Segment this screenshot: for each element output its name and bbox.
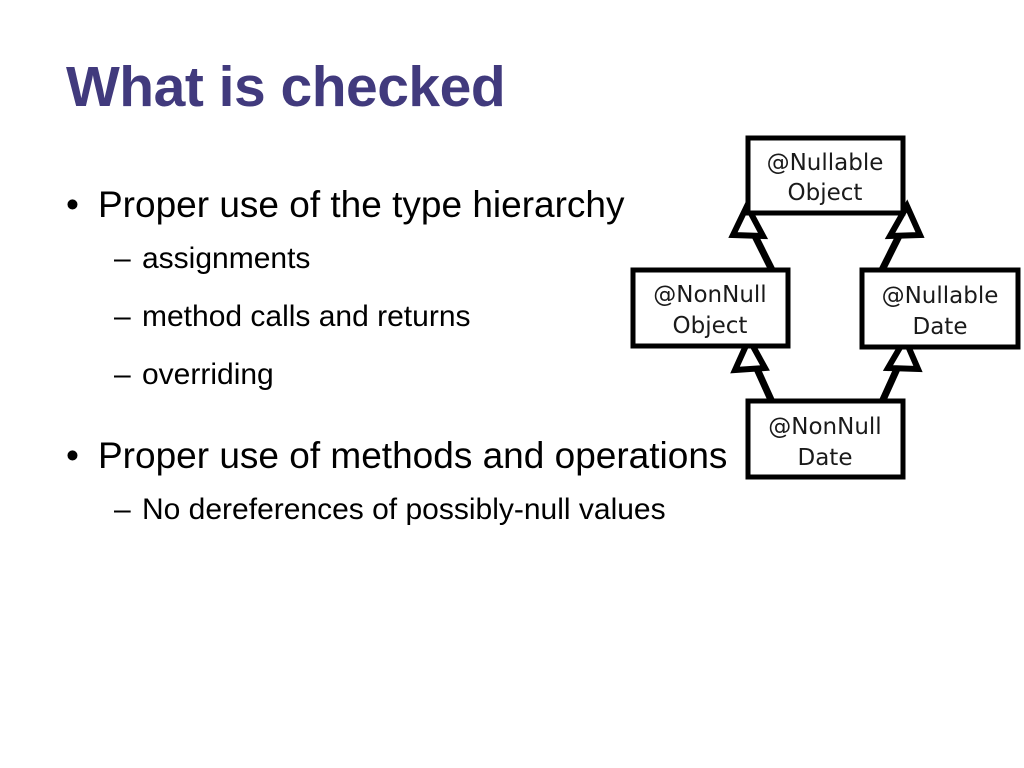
bullet-label: Proper use of methods and operations [98, 435, 728, 476]
diagram-node-label-line1: @Nullable [767, 150, 884, 176]
bullet-item-type-hierarchy: • Proper use of the type hierarchy [0, 186, 700, 223]
sub-bullet-item-method-calls: – method calls and returns [0, 302, 700, 332]
diagram-node-nullable-date[interactable]: @Nullable Date [859, 267, 1021, 350]
diagram-node-label-line1: @NonNull [768, 414, 881, 440]
dash-marker-icon: – [114, 242, 131, 275]
bullet-label: Proper use of the type hierarchy [98, 184, 625, 225]
sub-bullet-item-overriding: – overriding [0, 360, 700, 390]
bullet-item-methods-operations: • Proper use of methods and operations [0, 435, 727, 476]
dash-marker-icon: – [114, 358, 131, 391]
diagram-node-nonnull-date[interactable]: @NonNull Date [745, 398, 906, 480]
edge-nonnull-date-to-nullable-date [878, 332, 923, 404]
type-hierarchy-diagram: @Nullable Object @NonNull Object @Nullab… [620, 130, 1024, 486]
diagram-node-label-line2: Date [913, 314, 968, 340]
page-title: What is checked [66, 55, 506, 119]
bullet-marker-icon: • [66, 184, 79, 225]
sub-bullet-label: assignments [142, 242, 311, 275]
edge-nullable-date-to-nullable-object [878, 199, 925, 272]
diagram-node-label-line1: @Nullable [882, 283, 999, 309]
sub-bullet-label: overriding [142, 358, 274, 391]
dash-marker-icon: – [114, 300, 131, 333]
diagram-node-label-line2: Object [788, 180, 863, 206]
sub-bullet-item-no-dereferences: – No dereferences of possibly-null value… [0, 495, 700, 525]
edge-nonnull-date-to-nonnull-object [730, 332, 776, 404]
diagram-node-label-line1: @NonNull [653, 282, 766, 308]
diagram-node-label-line2: Date [798, 445, 853, 471]
diagram-node-nullable-object[interactable]: @Nullable Object [745, 135, 906, 216]
bullet-marker-icon: • [66, 435, 79, 476]
diagram-node-nonnull-object[interactable]: @NonNull Object [630, 267, 791, 349]
sub-bullet-label: method calls and returns [142, 300, 471, 333]
content-outline: • Proper use of the type hierarchy – ass… [0, 186, 727, 525]
edge-nonnull-object-to-nullable-object [728, 199, 776, 272]
diagram-node-label-line2: Object [673, 313, 748, 339]
dash-marker-icon: – [114, 493, 131, 526]
sub-bullet-item-assignments: – assignments [0, 244, 700, 274]
sub-bullet-label: No dereferences of possibly-null values [142, 493, 666, 526]
